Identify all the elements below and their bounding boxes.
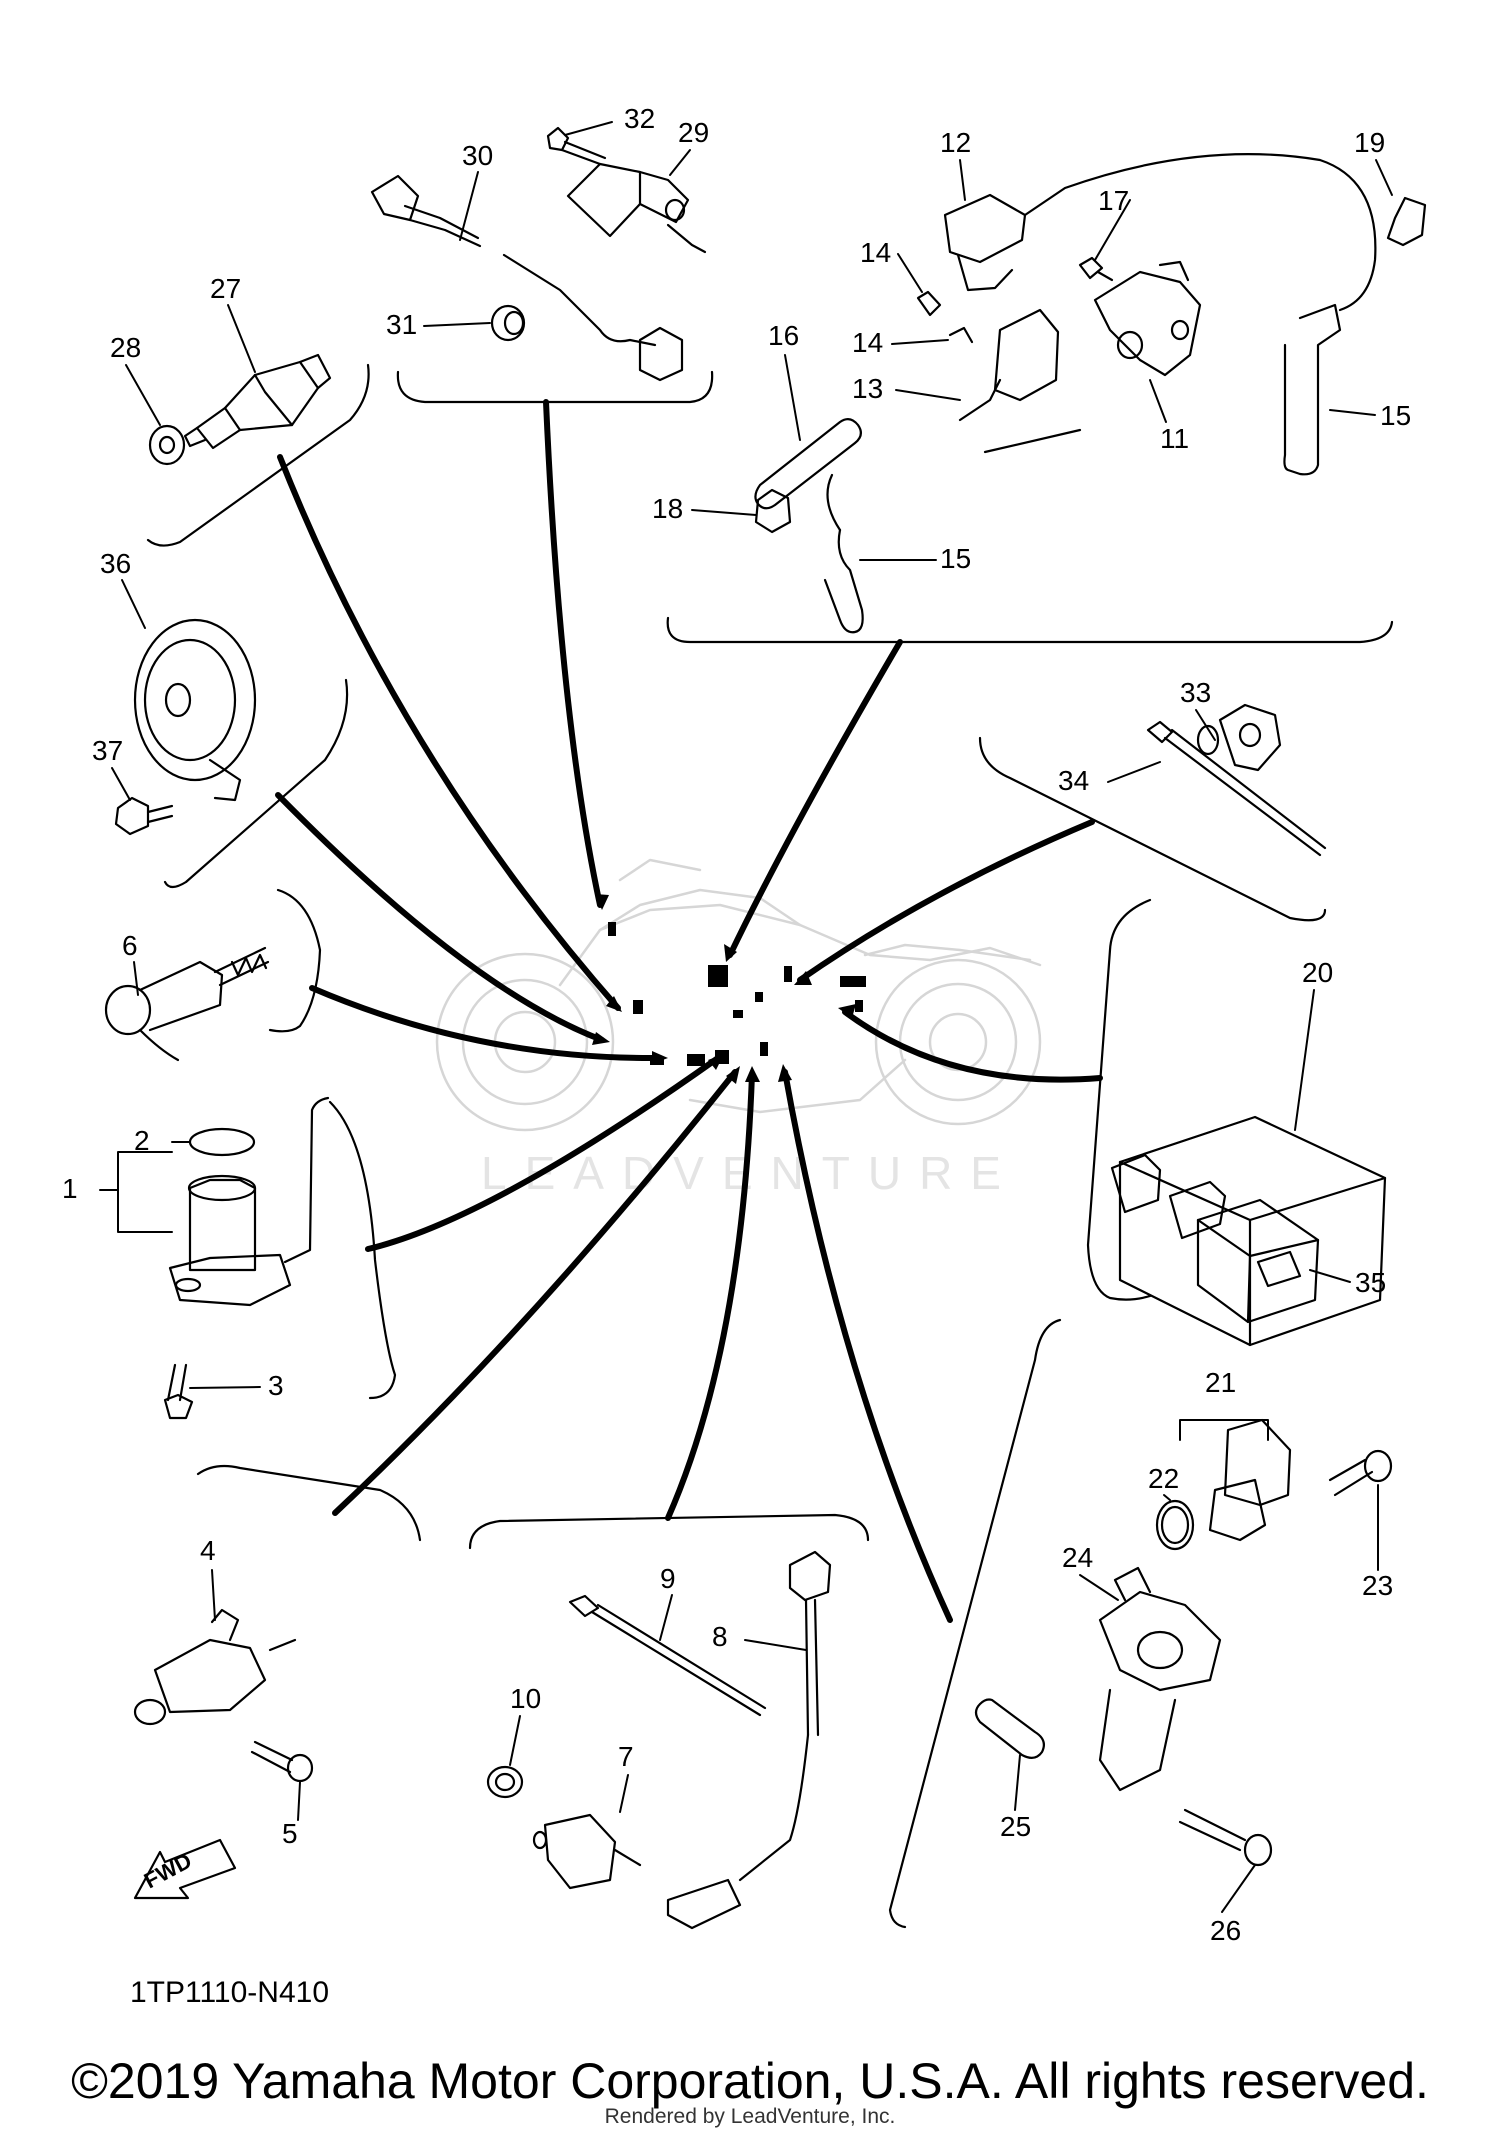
part-21-sensor bbox=[1208, 1418, 1292, 1542]
part-25-collar bbox=[974, 1698, 1045, 1759]
callout-15: 15 bbox=[1380, 400, 1411, 431]
part-31-grommet bbox=[490, 304, 526, 342]
part-16-sleeve bbox=[754, 418, 862, 510]
callout-34: 34 bbox=[1058, 765, 1089, 796]
callout-15b: 15 bbox=[940, 543, 971, 574]
part-32-bolt bbox=[546, 126, 607, 166]
part-15-plug-cap bbox=[823, 303, 1342, 634]
callout-4: 4 bbox=[200, 1535, 216, 1566]
part-9-cable-tie bbox=[568, 1594, 767, 1717]
diagram-code: 1TP1110-N410 bbox=[130, 1976, 330, 2009]
part-14-bolts bbox=[916, 290, 974, 344]
callout-22: 22 bbox=[1148, 1463, 1179, 1494]
part-12-ignition-coil bbox=[943, 153, 1377, 312]
part-23-bolt bbox=[1328, 1449, 1393, 1497]
callout-2: 2 bbox=[134, 1125, 150, 1156]
part-10-washer bbox=[486, 1765, 524, 1799]
callout-7: 7 bbox=[618, 1741, 634, 1772]
callout-14: 14 bbox=[860, 237, 891, 268]
part-19-clip bbox=[1386, 196, 1427, 247]
part-6-switch bbox=[104, 946, 270, 1062]
callout-leaders bbox=[99, 121, 1393, 1913]
part-30-sensor-lead bbox=[370, 174, 684, 382]
group-brackets bbox=[146, 363, 1394, 1929]
part-27-sensor bbox=[183, 353, 332, 450]
callout-28: 28 bbox=[110, 332, 141, 363]
rendered-by-notice: Rendered by LeadVenture, Inc. bbox=[604, 2105, 896, 2128]
part-17-bolt bbox=[1078, 256, 1114, 282]
part-36-horn bbox=[133, 618, 257, 802]
callout-33: 33 bbox=[1180, 677, 1211, 708]
part-2-o-ring bbox=[188, 1127, 256, 1157]
callout-32: 32 bbox=[624, 103, 655, 134]
callout-numbers: 1 2 3 4 5 6 7 8 9 10 11 12 13 14 14 15 1… bbox=[62, 103, 1411, 1946]
callout-3: 3 bbox=[268, 1370, 284, 1401]
part-20-ecu bbox=[1110, 1115, 1387, 1347]
part-8-harness bbox=[666, 1550, 832, 1930]
leader-lines bbox=[275, 399, 1103, 1623]
part-37-bolt bbox=[114, 796, 174, 836]
callout-13: 13 bbox=[852, 373, 883, 404]
callout-20: 20 bbox=[1302, 957, 1333, 988]
part-34-cable-tie bbox=[1146, 720, 1327, 857]
part-18-clip bbox=[754, 488, 792, 534]
part-28-washer bbox=[148, 424, 186, 466]
callout-35: 35 bbox=[1355, 1267, 1386, 1298]
callout-5: 5 bbox=[282, 1818, 298, 1849]
copyright-notice: ©2019 Yamaha Motor Corporation, U.S.A. A… bbox=[71, 2053, 1429, 2109]
callout-24: 24 bbox=[1062, 1542, 1093, 1573]
part-35-relay bbox=[1196, 1198, 1320, 1324]
part-22-o-ring bbox=[1155, 1499, 1195, 1551]
part-5-bolt bbox=[250, 1740, 314, 1783]
callout-27: 27 bbox=[210, 273, 241, 304]
part-1-sensor bbox=[168, 1096, 330, 1307]
part-26-bolt bbox=[1178, 1808, 1273, 1867]
callout-19: 19 bbox=[1354, 127, 1385, 158]
callout-30: 30 bbox=[462, 140, 493, 171]
callout-21: 21 bbox=[1205, 1367, 1236, 1398]
part-11-bracket bbox=[1093, 260, 1202, 377]
callout-10: 10 bbox=[510, 1683, 541, 1714]
motorcycle-silhouette bbox=[435, 858, 1042, 1132]
part-24-housing bbox=[1098, 1566, 1222, 1792]
part-13-ignition-coil bbox=[958, 308, 1082, 454]
part-33-clamp bbox=[1196, 703, 1282, 772]
callout-16: 16 bbox=[768, 320, 799, 351]
callout-23: 23 bbox=[1362, 1570, 1393, 1601]
callout-12: 12 bbox=[940, 127, 971, 158]
callout-31: 31 bbox=[386, 309, 417, 340]
callout-6: 6 bbox=[122, 930, 138, 961]
callout-36: 36 bbox=[100, 548, 131, 579]
part-7-switch bbox=[532, 1813, 642, 1890]
callout-37: 37 bbox=[92, 735, 123, 766]
callout-29: 29 bbox=[678, 117, 709, 148]
callout-9: 9 bbox=[660, 1563, 676, 1594]
fwd-arrow-icon bbox=[133, 1838, 237, 1900]
callout-25: 25 bbox=[1000, 1811, 1031, 1842]
callout-14b: 14 bbox=[852, 327, 883, 358]
part-4-sender bbox=[133, 1608, 297, 1726]
leader-arrowheads bbox=[592, 894, 856, 1084]
callout-26: 26 bbox=[1210, 1915, 1241, 1946]
callout-11: 11 bbox=[1160, 423, 1189, 454]
callout-8: 8 bbox=[712, 1621, 728, 1652]
part-29-sensor bbox=[566, 162, 707, 254]
callout-18: 18 bbox=[652, 493, 683, 524]
part-3-bolt bbox=[163, 1363, 194, 1420]
callout-1: 1 bbox=[62, 1173, 78, 1204]
